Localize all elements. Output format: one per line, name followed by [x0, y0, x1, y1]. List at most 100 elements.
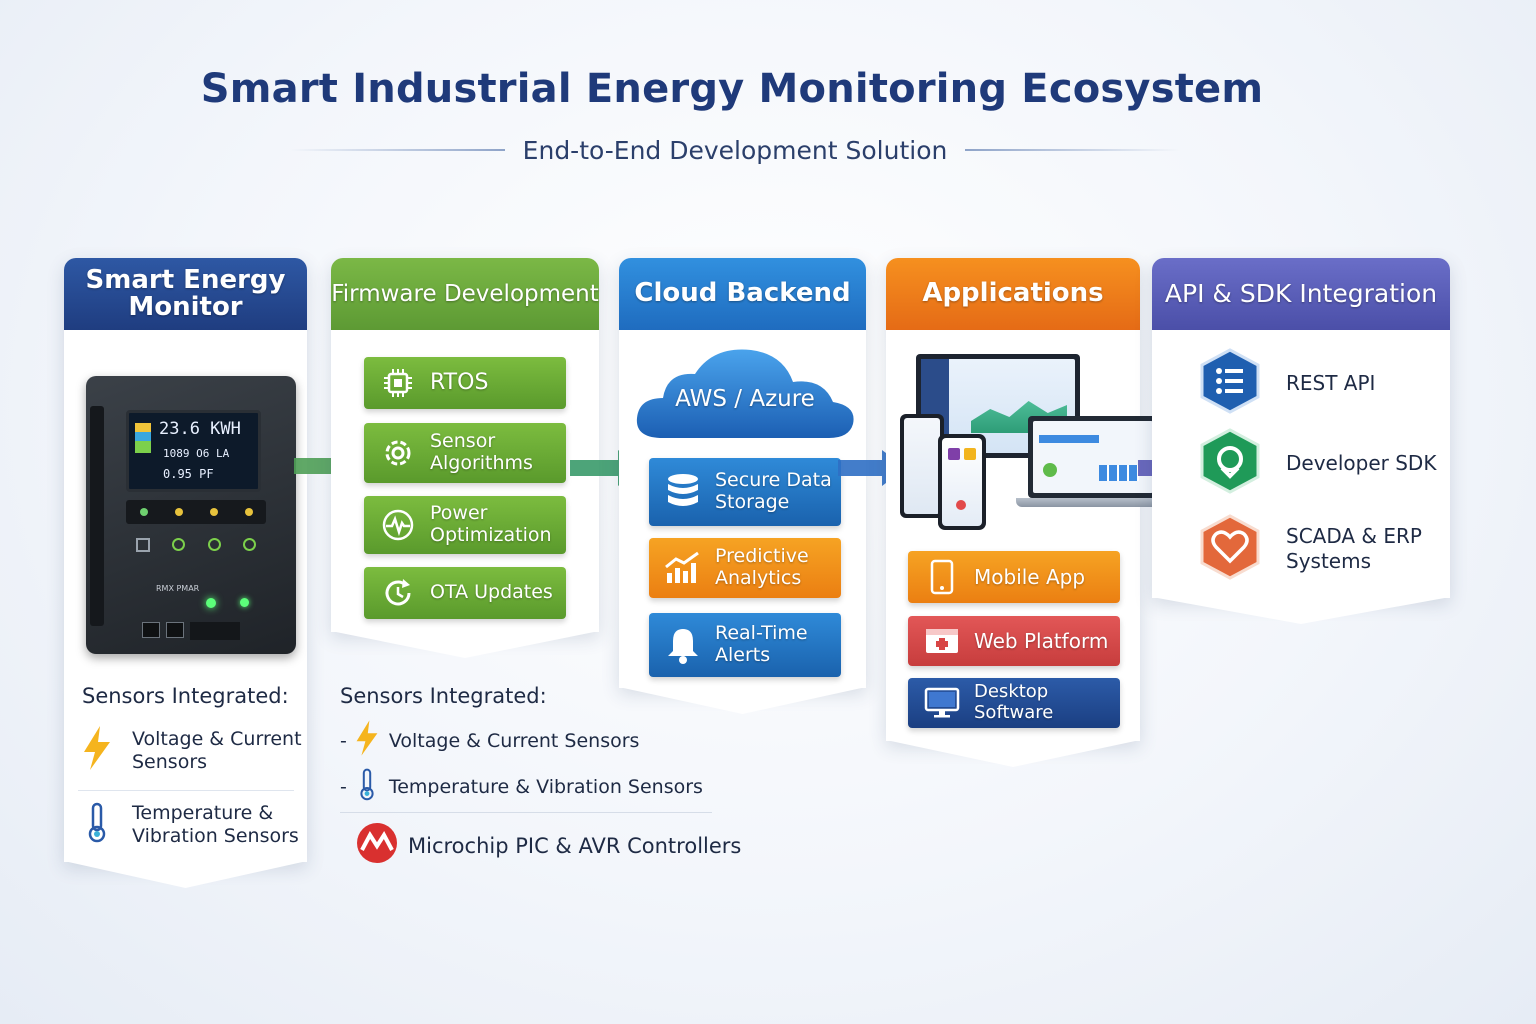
refresh-icon	[378, 573, 418, 613]
pin-icon	[1198, 428, 1262, 498]
phone-icon	[922, 557, 962, 597]
status-led	[240, 598, 249, 607]
screen-readout-current: 1089 O6 LA	[163, 447, 230, 460]
firmware-item-rtos: RTOS	[364, 357, 566, 409]
applications-item-desktop-software: Desktop Software	[908, 678, 1120, 728]
api-item-rest: REST API	[1198, 348, 1375, 418]
indicator-led	[244, 508, 253, 516]
phone-app-dot	[956, 500, 966, 510]
chip-icon	[378, 363, 418, 403]
ethernet-port	[166, 622, 184, 638]
applications-item-web-platform: Web Platform	[908, 616, 1120, 666]
tablet-screen	[904, 418, 940, 514]
sensor-label: Temperature & Vibration Sensors	[132, 802, 299, 847]
bullet-dash: -	[340, 775, 347, 798]
firmware-item-ota-updates: OTA Updates	[364, 567, 566, 619]
sensor-label: Voltage & Current Sensors	[132, 728, 302, 773]
api-item-sdk: Developer SDK	[1198, 428, 1436, 498]
chart-icon	[663, 548, 703, 588]
monitor-card-header: Smart Energy Monitor	[64, 258, 307, 330]
firmware-item-sensor-algorithms: Sensor Algorithms	[364, 423, 566, 483]
database-icon	[663, 472, 703, 512]
terminal-block	[190, 622, 240, 640]
applications-item-mobile-app: Mobile App	[908, 551, 1120, 603]
tile-label: Desktop Software	[974, 681, 1054, 723]
devices-illustration	[900, 352, 1170, 532]
terminal-round	[207, 538, 221, 551]
cloud-item-predictive-analytics: Predictive Analytics	[649, 538, 841, 598]
controller-divider	[340, 812, 712, 813]
bell-icon	[663, 625, 703, 665]
page-title: Smart Industrial Energy Monitoring Ecosy…	[200, 66, 1264, 112]
firmware-sensor-temperature: - Temperature & Vibration Sensors	[340, 766, 703, 808]
indicator-led	[174, 508, 183, 516]
monitor-sensor-temperature: Temperature & Vibration Sensors	[82, 800, 307, 850]
terminal-square	[136, 538, 150, 552]
heart-icon	[1198, 514, 1262, 584]
controller-line: Microchip PIC & AVR Controllers	[356, 822, 741, 870]
monitor-card: Smart Energy Monitor 23.6 KWH 1089 O6 LA…	[64, 258, 307, 888]
tile-label: Power Optimization	[430, 502, 552, 546]
monitor-sensor-voltage: Voltage & Current Sensors	[82, 726, 302, 776]
indicator-led	[139, 508, 148, 516]
cloud-card: Cloud Backend AWS / Azure Secure Data St…	[619, 258, 866, 714]
cloud-item-secure-storage: Secure Data Storage	[649, 458, 841, 526]
device-button-row	[126, 500, 266, 524]
sensor-divider	[78, 790, 294, 791]
applications-card-header: Applications	[886, 258, 1140, 330]
tile-label: Secure Data Storage	[715, 469, 832, 513]
cloud-icon: AWS / Azure	[633, 342, 857, 442]
list-icon	[1198, 348, 1262, 418]
phone-app-tile	[964, 448, 976, 460]
firmware-title: Firmware Development	[331, 280, 599, 307]
laptop-base	[1016, 498, 1170, 507]
api-card: API & SDK Integration REST API Developer…	[1152, 258, 1450, 624]
api-item-label: SCADA & ERP Systems	[1286, 524, 1422, 573]
sensor-label: Temperature & Vibration Sensors	[388, 775, 703, 798]
api-item-label: Developer SDK	[1286, 450, 1437, 475]
terminal-round	[172, 538, 186, 551]
cloud-provider: AWS / Azure	[675, 386, 815, 412]
laptop-image	[1028, 416, 1158, 498]
lightning-icon	[355, 720, 379, 762]
cloud-title: Cloud Backend	[634, 278, 851, 309]
applications-title: Applications	[922, 278, 1104, 309]
browser-icon	[922, 621, 962, 661]
tile-label: Predictive Analytics	[715, 545, 809, 589]
device-model-label: RMX PMAR	[156, 584, 200, 593]
laptop-screen	[1033, 421, 1153, 493]
monitor-card-tail	[64, 861, 307, 888]
indicator-led	[209, 508, 218, 516]
subtitle-divider-left	[290, 149, 505, 151]
gear-icon	[378, 433, 418, 473]
tablet-image	[900, 414, 944, 518]
screen-readout-kwh: 23.6 KWH	[159, 419, 241, 439]
firmware-sensor-voltage: - Voltage & Current Sensors	[340, 720, 639, 762]
monitor-title: Smart Energy Monitor	[85, 264, 286, 322]
terminal-round	[242, 538, 256, 551]
controller-label: Microchip PIC & AVR Controllers	[408, 833, 742, 858]
screen-readout-pf: 0.95 PF	[163, 467, 214, 481]
subtitle-divider-right	[965, 149, 1181, 151]
device-status-leds	[206, 598, 249, 608]
laptop-badge	[1043, 463, 1057, 477]
status-led	[206, 598, 216, 608]
screen-status-bars	[135, 423, 151, 453]
device-side-rail	[90, 406, 104, 626]
monitor-sensors-title: Sensors Integrated:	[82, 684, 289, 708]
energy-meter-device: 23.6 KWH 1089 O6 LA 0.95 PF RMX PMAR	[86, 376, 296, 654]
api-card-header: API & SDK Integration	[1152, 258, 1450, 330]
tile-label: Sensor Algorithms	[430, 430, 533, 474]
lightning-icon	[82, 726, 124, 776]
applications-card: Applications	[886, 258, 1170, 767]
tile-label: OTA Updates	[430, 581, 553, 604]
thermometer-icon	[355, 766, 379, 808]
tile-label: Real-Time Alerts	[715, 622, 808, 666]
api-item-label: REST API	[1286, 370, 1376, 395]
api-item-scada: SCADA & ERP Systems	[1198, 514, 1446, 584]
firmware-card: Firmware Development RTOS Sensor Algorit…	[331, 258, 599, 658]
cloud-item-real-time-alerts: Real-Time Alerts	[649, 613, 841, 677]
firmware-card-header: Firmware Development	[331, 258, 599, 330]
subtitle-row: End-to-End Development Solution	[290, 134, 1181, 166]
tile-label: Web Platform	[974, 628, 1109, 653]
